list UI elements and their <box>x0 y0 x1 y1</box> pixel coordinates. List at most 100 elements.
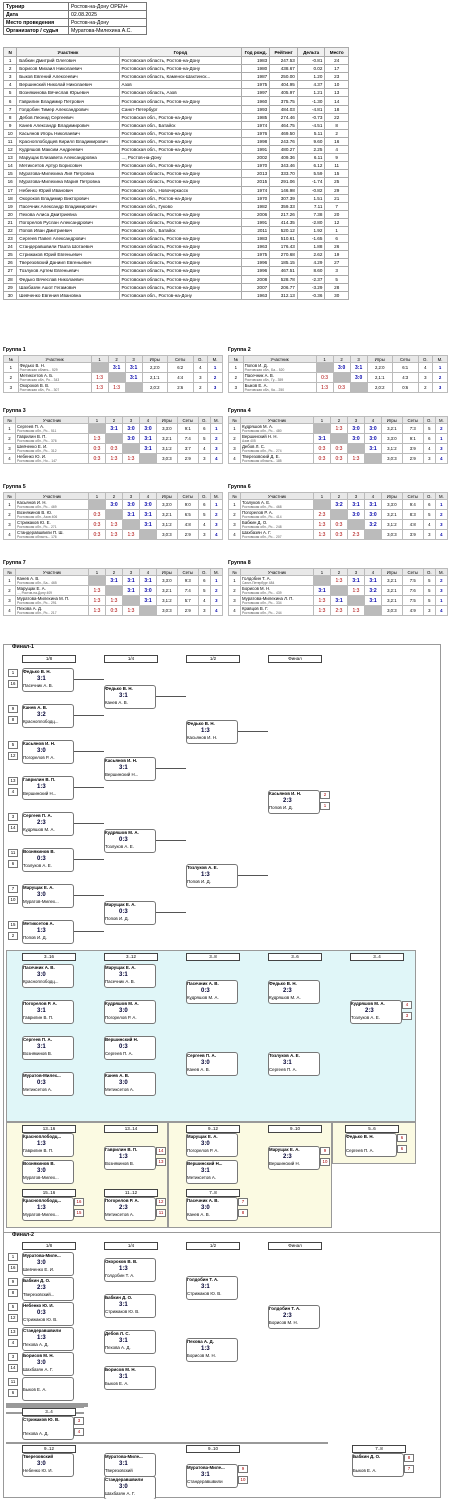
bracket-round-header: 3..8 <box>186 953 240 961</box>
player-cell: Метиксетов Артур Борисович <box>16 161 120 171</box>
group-result-score: 3:1 <box>110 577 118 584</box>
player-cell: 1991 <box>241 217 271 227</box>
group-result-score: 1:3 <box>335 577 343 584</box>
seed-number: 8 <box>8 716 18 724</box>
group-result-cell <box>122 595 140 606</box>
match-player-b: Сергеев П. А. <box>269 1067 297 1072</box>
group-result-cell: 3:1 <box>124 362 143 373</box>
player-cell: 7 <box>2 104 18 114</box>
group-player-city: Ростовская обл., Ро... 376 <box>17 439 57 443</box>
match-player-b: Голдобин Т. А. <box>105 1273 135 1278</box>
group-player-fullname: Шевченко Е. И. <box>17 444 48 450</box>
player-cell: Ростовская обл., Ростов-на-Дону <box>118 290 243 300</box>
final-1-13-16-match: Вознякинов В.Муратов-Милех...3:0 <box>22 1160 74 1184</box>
group-player-city: Ростовская обл., Ба... 465 <box>17 581 57 585</box>
player-cell: 8.60 <box>296 266 326 276</box>
group-header-cell: 2 <box>332 355 351 363</box>
match-player-a: Канев А. В. <box>105 1073 130 1078</box>
group-player-city: Ростовская область... 176 <box>17 535 57 539</box>
players-header-cell: Участник <box>16 47 120 57</box>
player-cell: -0.73 <box>296 112 326 122</box>
group-place: 3 <box>209 519 224 530</box>
player-cell: 25 <box>324 177 349 187</box>
seed-number: 8 <box>8 1289 18 1297</box>
group-result-cell: 1:3 <box>122 529 140 540</box>
group-points: 3 <box>197 529 211 540</box>
group-sets: 9:4 <box>401 499 424 510</box>
group-player-fullname: Погорелов Р. А. <box>242 510 273 516</box>
match-player-b: Попов И. Д. <box>23 935 47 940</box>
players-header-cell: N <box>2 47 18 57</box>
group-header-cell: О. <box>192 355 209 363</box>
final-1-9-12-match: Марущак Е. А.Погорелов Р. А.3:0 <box>186 1133 238 1157</box>
match-player-b: Погорелов Р. А. <box>23 755 55 760</box>
group-header-cell: 3 <box>347 492 365 500</box>
match-player-b: Стрижаков Ю. В. <box>105 1309 140 1314</box>
group-points: 2 <box>417 382 434 393</box>
group-player-name: Попов И. Д.Ростовская обл., Ба... 520 <box>242 362 317 373</box>
group-place: 2 <box>209 433 224 444</box>
group-sets: 4:8 <box>176 519 199 530</box>
group-result-cell: 0:3 <box>313 453 331 464</box>
group-sets: 6:5 <box>176 509 199 520</box>
group-player-fullname: Кравцов В. Г. <box>242 606 269 612</box>
group-result-score: 1:3 <box>321 384 329 391</box>
group-result-cell: 3:1 <box>139 575 157 586</box>
player-cell: 8 <box>324 120 349 130</box>
match-player-a: Бабкин Д. О. <box>23 1278 51 1283</box>
player-cell: 1974 <box>241 120 271 130</box>
match-player-a: Муратов-Милех... <box>23 1073 61 1078</box>
player-cell: Вознякинова Вячеслав Юрьевич <box>16 88 120 98</box>
group-result-score: 1:3 <box>352 455 360 462</box>
group-result-score: 0:3 <box>318 455 326 462</box>
group-player-number: 1 <box>3 423 16 434</box>
match-score: 3:0 <box>37 1260 46 1266</box>
group-player-number: 4 <box>3 529 16 540</box>
player-cell: Дебов Леонид Сергеевич <box>16 112 120 122</box>
group-player-city: Ростовская обл., Но... 147 <box>17 459 57 463</box>
match-player-a: Метиксетов А. <box>23 921 54 926</box>
player-cell: 375.75 <box>269 96 298 106</box>
match-player-a: Окороков В. В. <box>105 1259 138 1264</box>
group-title: Группа 8 <box>228 560 251 566</box>
final-1-5-6-match: Федько В. Н.Сергеев П. А. <box>345 1133 397 1157</box>
group-points: 3 <box>422 529 436 540</box>
group-player-number: 3 <box>3 519 16 530</box>
group-result-score: 1:3 <box>96 384 104 391</box>
group-result-score: 1:3 <box>127 607 135 614</box>
info-key: Организатор / судья <box>3 26 69 35</box>
group-player-name: Дебов Л. С.Ростовская обл., Ро... 274 <box>240 443 314 454</box>
group-result-score: 1:3 <box>335 425 343 432</box>
player-cell: -1.65 <box>296 234 326 244</box>
seed-number: 16 <box>8 1264 18 1272</box>
final-1-r16-match: Метиксетов А.Попов И. Д.1:3 <box>22 920 74 944</box>
group-result-cell: 1:3 <box>313 519 331 530</box>
group-result-cell: 1:3 <box>90 372 109 383</box>
player-cell: 30 <box>2 290 18 300</box>
player-cell: 21 <box>324 193 349 203</box>
group-games: 3,3:0 <box>156 423 178 434</box>
group-result-cell <box>88 423 106 434</box>
match-score: 3:1 <box>119 1302 128 1308</box>
group-result-score: 3:1 <box>144 511 152 518</box>
group-result-cell: 1:3 <box>88 433 106 444</box>
player-cell: -2.80 <box>296 217 326 227</box>
info-value: Ростов-на-Дону OPEN+ <box>68 2 147 11</box>
group-result-cell: 1:3 <box>347 453 365 464</box>
group-points: 3 <box>422 453 436 464</box>
group-place: 1 <box>432 362 448 373</box>
group-games: 3,2:1 <box>156 433 178 444</box>
group-player-fullname: Федько В. Н. <box>19 363 45 369</box>
group-player-number: 2 <box>3 372 19 383</box>
player-cell: 484.03 <box>269 104 298 114</box>
final-1-qf-match: Кудряшов М. А.Тозлуков А. Е.0:3 <box>104 829 156 853</box>
group-player-name: Небенко Ю. И.Ростовская обл., Но... 147 <box>15 453 89 464</box>
